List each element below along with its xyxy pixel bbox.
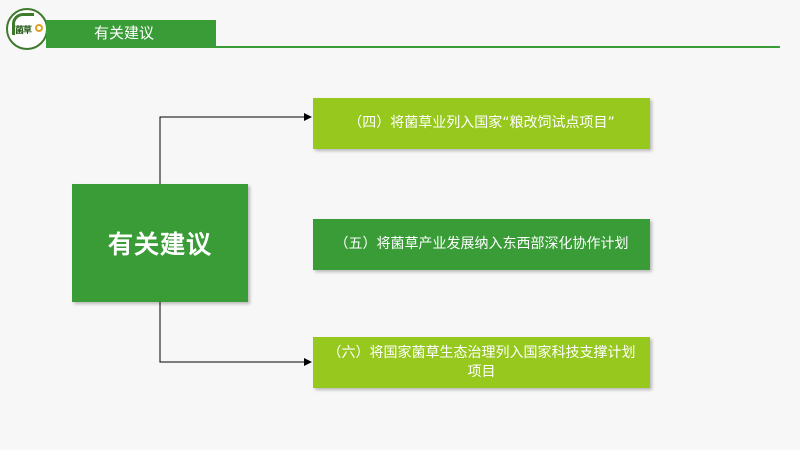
suggestion-box-4: （四）将菌草业列入国家“粮改饲试点项目” (313, 98, 650, 149)
center-topic-label: 有关建议 (107, 230, 212, 259)
connector-top (159, 113, 312, 184)
suggestion-text: （六）将国家菌草生态治理列入国家科技支撑计划项目 (327, 344, 636, 380)
page-title: 有关建议 (46, 20, 216, 47)
suggestion-box-6: （六）将国家菌草生态治理列入国家科技支撑计划项目 (313, 337, 650, 388)
suggestion-box-5: （五）将菌草产业发展纳入东西部深化协作计划 (313, 219, 650, 270)
suggestion-text: （四）将菌草业列入国家“粮改饲试点项目” (348, 115, 615, 131)
center-topic-box: 有关建议 (72, 184, 248, 302)
header-divider (46, 46, 780, 48)
juncao-logo: 菌草 (6, 8, 48, 50)
mushroom-icon (35, 24, 43, 32)
logo-text: 菌草 (15, 26, 32, 36)
leaf-icon (12, 13, 34, 35)
suggestion-text: （五）将菌草产业发展纳入东西部深化协作计划 (334, 236, 629, 252)
connector-bottom (159, 302, 312, 366)
